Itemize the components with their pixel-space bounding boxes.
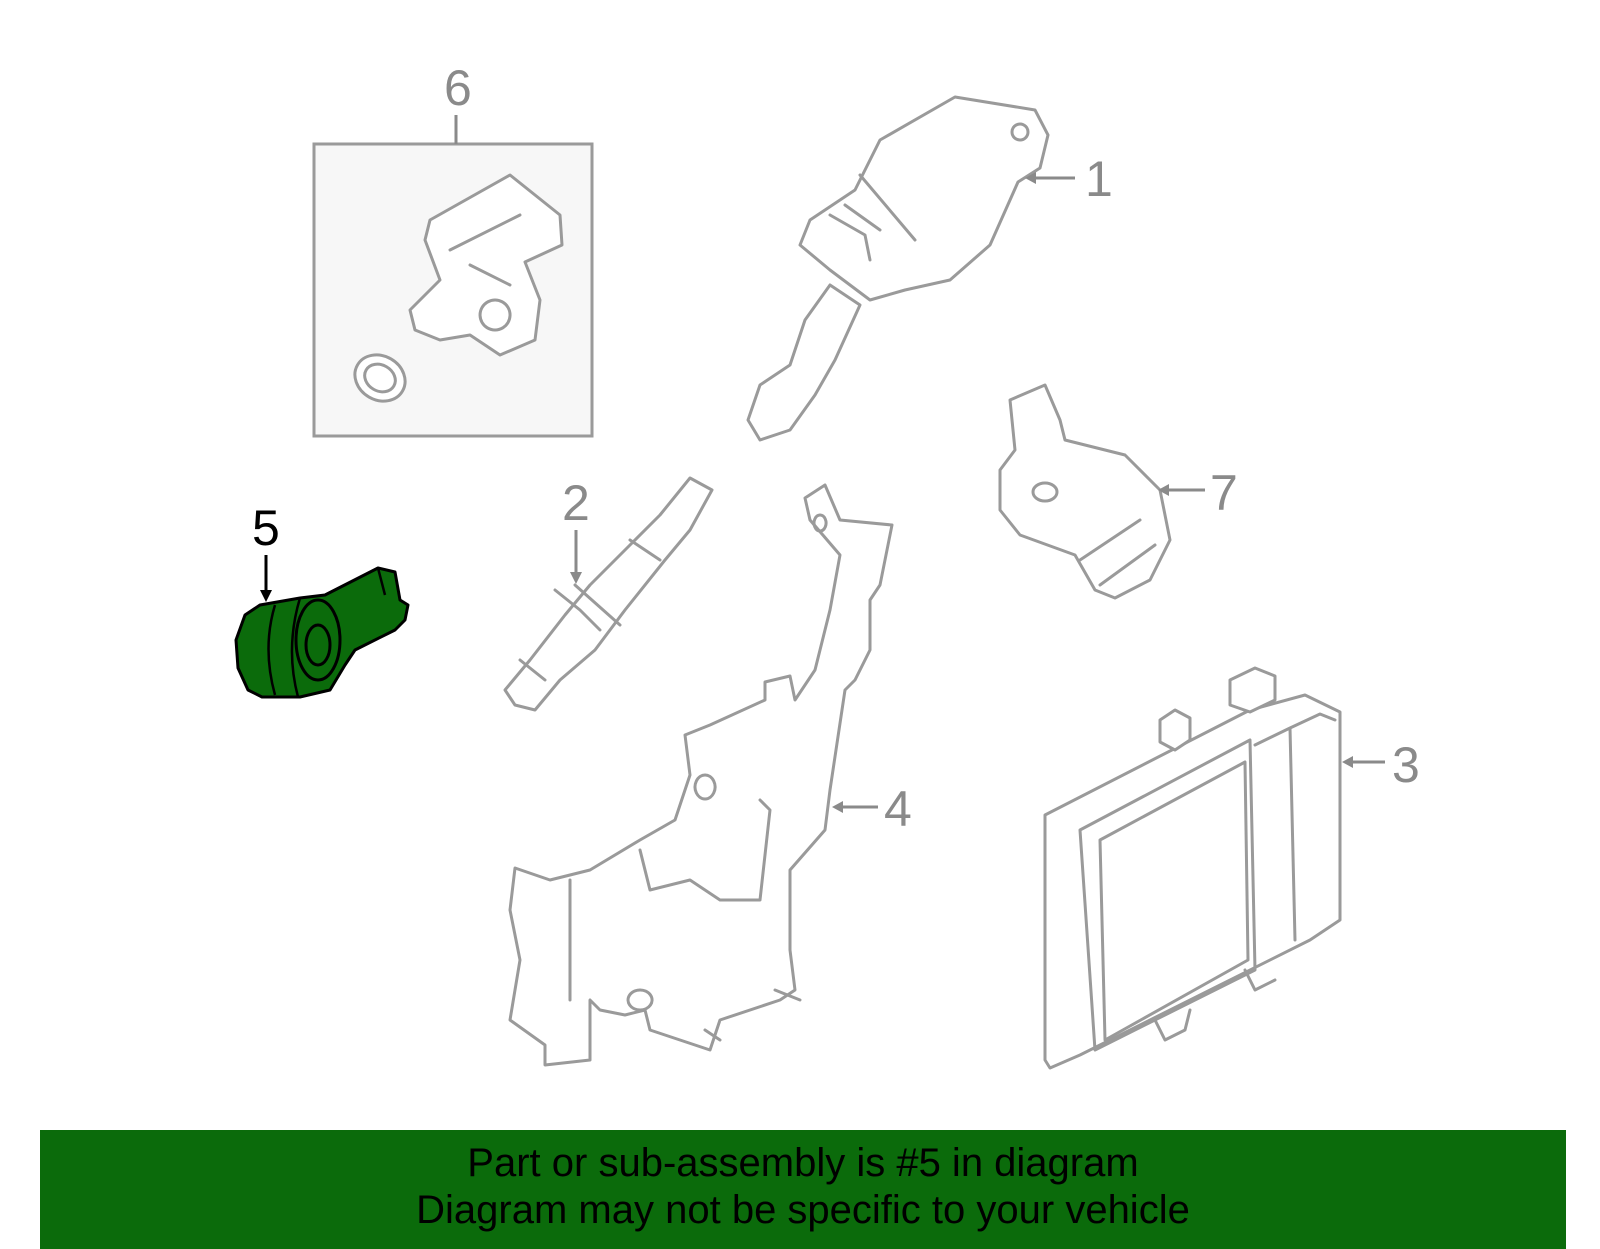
part-7-sensor-body [998,383,1172,600]
part-5-sensor-bore [304,623,332,667]
banner-line-1: Part or sub-assembly is #5 in diagram [467,1141,1139,1185]
part-3-ecu-connectors [1158,666,1277,752]
callout-6: 6 [444,60,472,116]
part-6-oring-inner [363,362,397,394]
part-1-coil-detail [828,173,917,262]
part-3-ecu-tabs [1153,968,1277,1042]
arrow-1 [1025,172,1036,184]
arrow-3 [1342,756,1353,768]
callout-7: 7 [1210,465,1238,521]
callout-3: 3 [1392,737,1420,793]
part-1-coil-boot [746,283,862,442]
banner-line-2: Diagram may not be specific to your vehi… [416,1188,1190,1232]
part-3-ecu-body [1043,693,1342,1070]
part-6-sensor [408,173,564,357]
arrow-5 [260,590,272,602]
part-1-ignition-coil[interactable] [746,95,1050,442]
part-1-coil-body [798,95,1050,302]
callout-1: 1 [1085,151,1113,207]
part-6-sensor-kit[interactable] [312,142,594,438]
callout-5: 5 [252,500,280,556]
arrow-7 [1158,484,1169,496]
part-1-mount-hole [1010,122,1030,142]
part-3-ecu-detail [1078,712,1337,1052]
part-2-plug-detail [518,538,662,682]
part-2-spark-plug[interactable] [503,476,714,712]
part-5-sensor-detail [267,566,387,698]
part-7-mount-hole [1031,481,1059,503]
part-6-sensor-detail [448,213,522,332]
callout-2: 2 [562,475,590,531]
part-7-position-sensor[interactable] [998,383,1172,600]
arrow-2 [570,572,582,584]
callout-4: 4 [884,781,912,837]
info-banner: Part or sub-assembly is #5 in diagram Di… [40,1130,1566,1249]
part-3-control-module[interactable] [1043,666,1342,1070]
part-4-bracket[interactable] [508,483,894,1067]
parts-diagram: 6 1 7 2 4 3 [234,60,1420,1070]
part-7-detail [1078,518,1157,587]
part-2-plug-body [503,476,714,712]
part-4-bracket-detail [568,513,828,1042]
part-5-knock-sensor[interactable] [234,566,410,699]
arrow-4 [832,801,843,813]
